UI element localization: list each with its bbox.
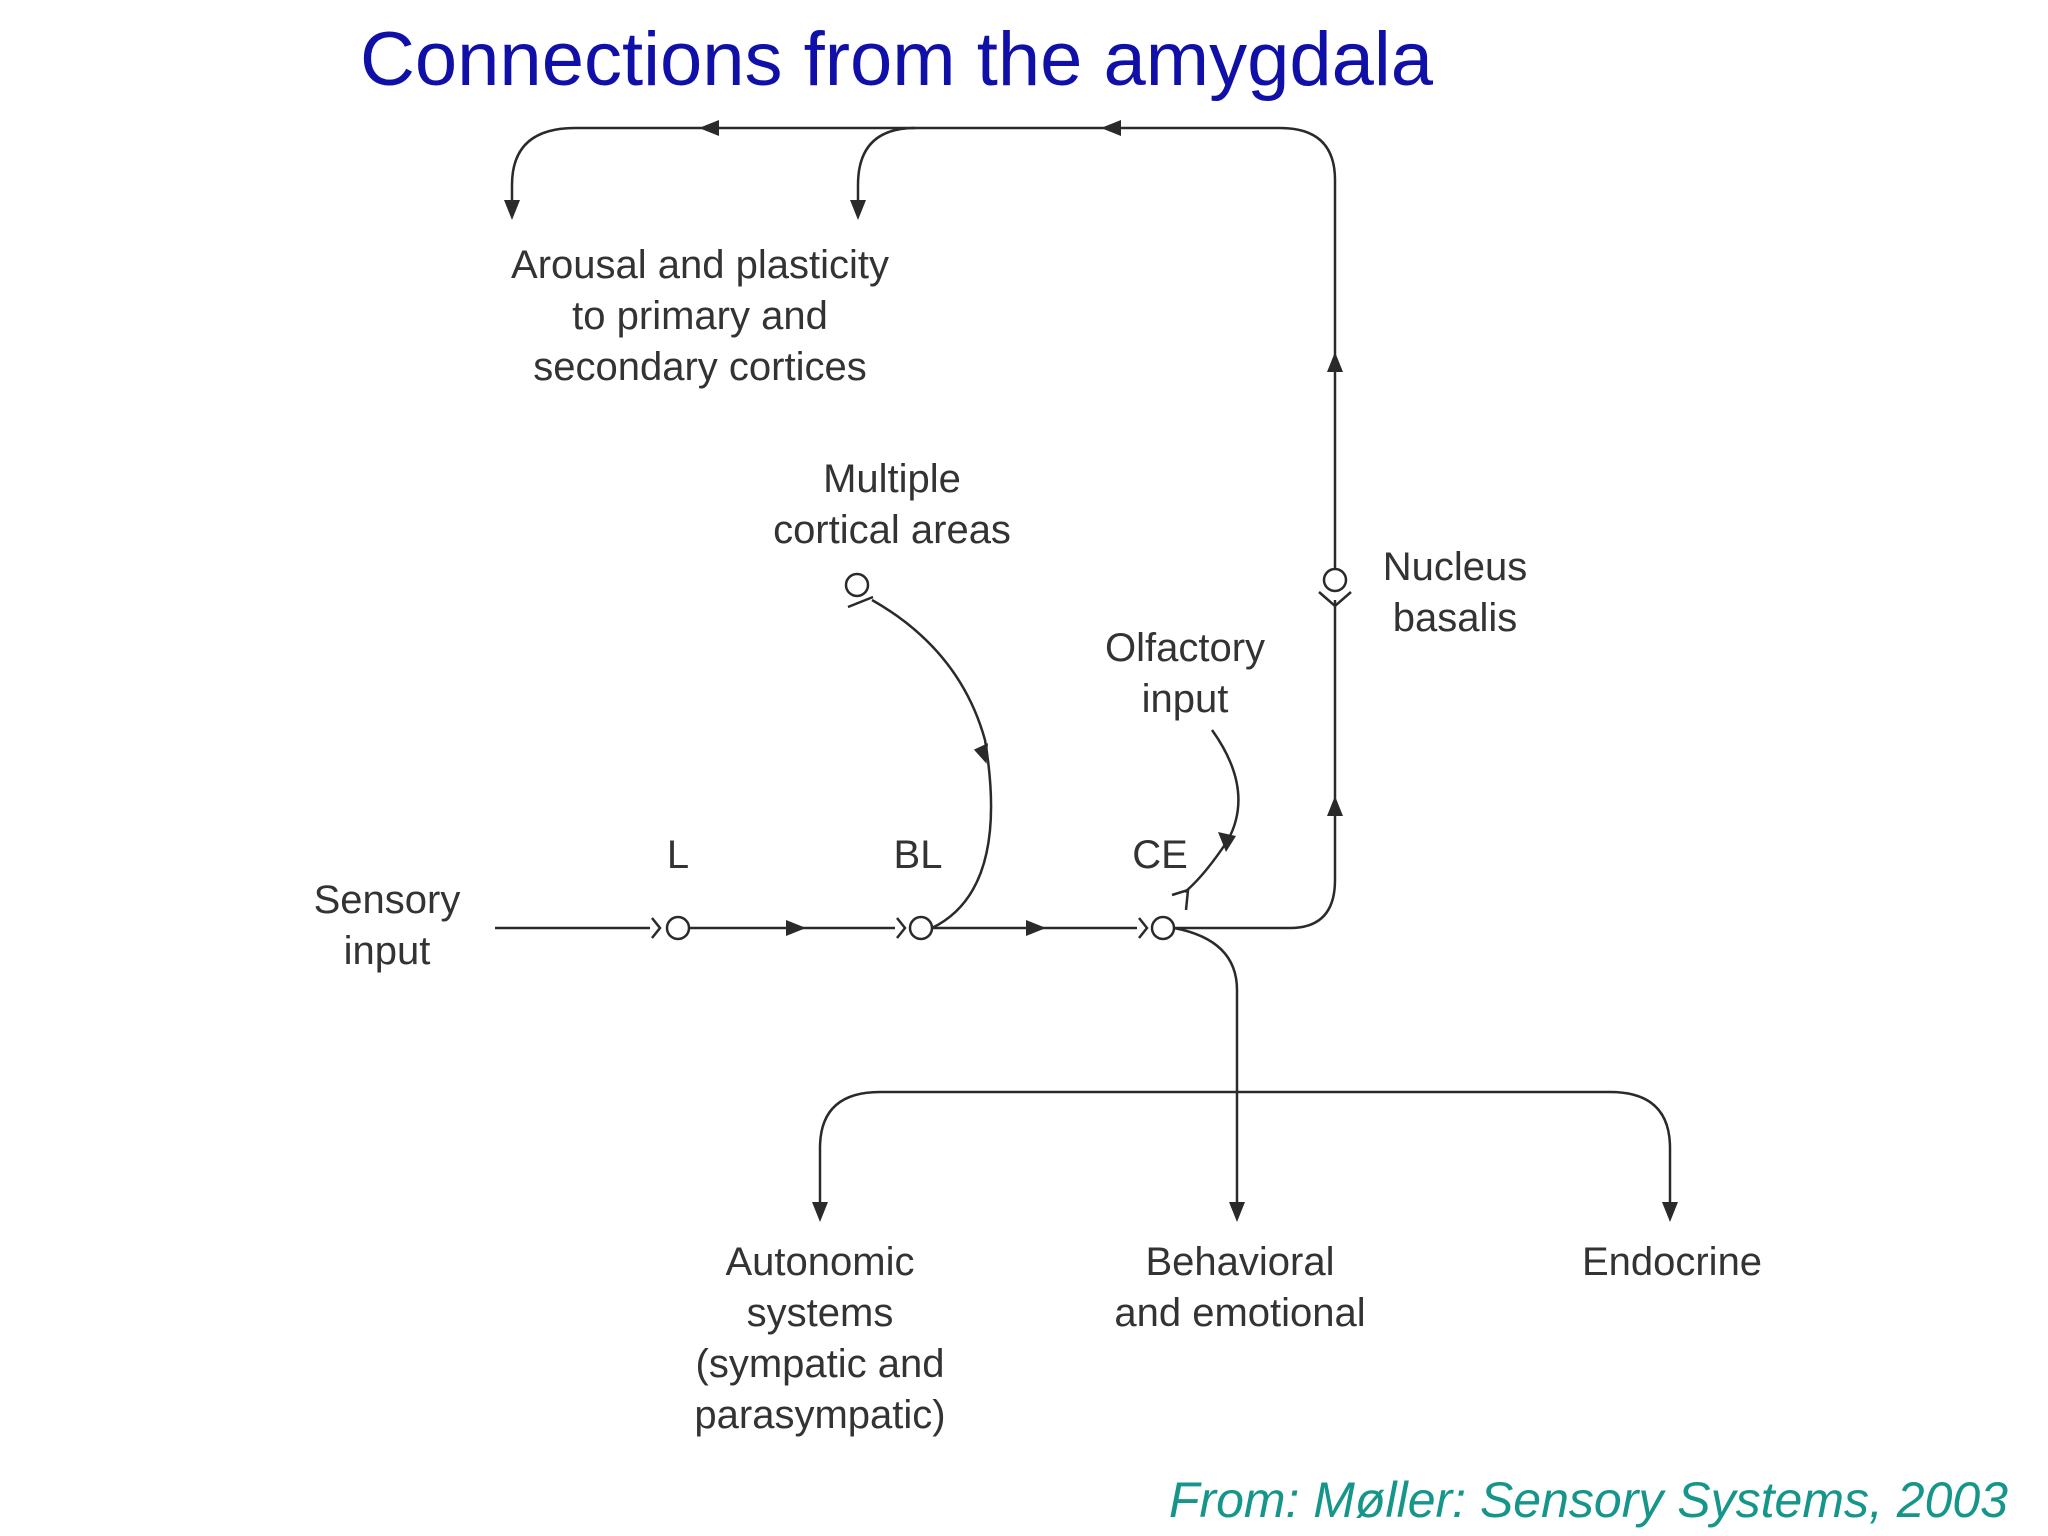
behavioral-arrowhead <box>1229 1202 1245 1222</box>
autonomic-arrowhead <box>812 1202 828 1222</box>
l-neuron <box>665 915 691 941</box>
page-title: Connections from the amygdala <box>360 17 1434 102</box>
arousal-label-line-1: Arousal and plasticity <box>511 243 889 287</box>
arousal-label-line-3: secondary cortices <box>533 345 866 389</box>
l-to-bl-arrowhead <box>786 920 806 936</box>
ce-to-nucleus-basalis-pathway <box>504 120 1352 930</box>
olfactory-label-line-1: Olfactory <box>1105 626 1265 670</box>
autonomic-label-line-2: systems <box>747 1291 894 1335</box>
ce-synapse-terminal <box>1138 917 1149 939</box>
endocrine-arrowhead <box>1662 1202 1678 1222</box>
autonomic-label-line-1: Autonomic <box>726 1240 915 1284</box>
nb-upward-arrowhead <box>1327 352 1343 372</box>
sensory-input-label-line-1: Sensory <box>314 878 461 922</box>
bl-to-ce-arrowhead <box>1026 920 1046 936</box>
source-citation: From: Møller: Sensory Systems, 2003 <box>1168 1472 2008 1528</box>
olfactory-synapse-terminal <box>1171 888 1190 911</box>
nb-neuron <box>1322 567 1348 593</box>
top-arrowhead-left <box>699 120 719 136</box>
nb-synapse-terminal <box>1318 591 1352 608</box>
bl-to-cortex-arrowhead <box>973 743 988 764</box>
l-nucleus-label: L <box>667 833 689 877</box>
ce-to-nb-arrowhead <box>1327 796 1343 816</box>
bl-nucleus-label: BL <box>894 833 943 877</box>
behavioral-label-line-2: and emotional <box>1114 1291 1365 1335</box>
arousal-arrowhead-left <box>504 200 520 220</box>
autonomic-label-line-3: (sympatic and <box>696 1342 945 1386</box>
sensory-input-label-line-2: input <box>344 929 431 973</box>
olfactory-arrowhead <box>1218 832 1236 852</box>
nb-branch-line <box>856 126 916 205</box>
main-pathway <box>495 915 1176 941</box>
cortex-synapse-terminal <box>847 595 874 609</box>
nb-to-cortex-line <box>510 126 1337 569</box>
endocrine-label: Endocrine <box>1582 1240 1762 1284</box>
multiple-cortical-label-line-1: Multiple <box>823 457 961 501</box>
nucleus-basalis-label-line-2: basalis <box>1393 596 1518 640</box>
olfactory-label-line-2: input <box>1142 677 1229 721</box>
autonomic-label-line-4: parasympatic) <box>694 1393 945 1437</box>
multiple-cortical-label-line-2: cortical areas <box>773 508 1011 552</box>
ce-to-behavioral-line <box>1173 926 1239 1205</box>
bl-synapse-terminal <box>896 917 907 939</box>
olfactory-line <box>1184 729 1240 893</box>
ce-neuron <box>1150 915 1176 941</box>
ce-to-nb-line <box>1174 600 1337 930</box>
arousal-arrowhead-right <box>850 200 866 220</box>
bl-neuron <box>908 915 934 941</box>
ce-branch-line <box>818 1090 1672 1205</box>
ce-nucleus-label: CE <box>1132 833 1188 877</box>
nucleus-basalis-label-line-1: Nucleus <box>1383 545 1528 589</box>
l-synapse-terminal <box>651 917 662 939</box>
bl-to-cortex-line <box>871 598 993 930</box>
cortex-neuron <box>844 572 870 598</box>
top-arrowhead-right <box>1101 120 1121 136</box>
olfactory-pathway <box>1171 729 1240 911</box>
arousal-label-line-2: to primary and <box>572 294 828 338</box>
bl-to-cortex-pathway <box>844 572 993 930</box>
ce-output-pathway <box>812 926 1678 1222</box>
behavioral-label-line-1: Behavioral <box>1145 1240 1334 1284</box>
